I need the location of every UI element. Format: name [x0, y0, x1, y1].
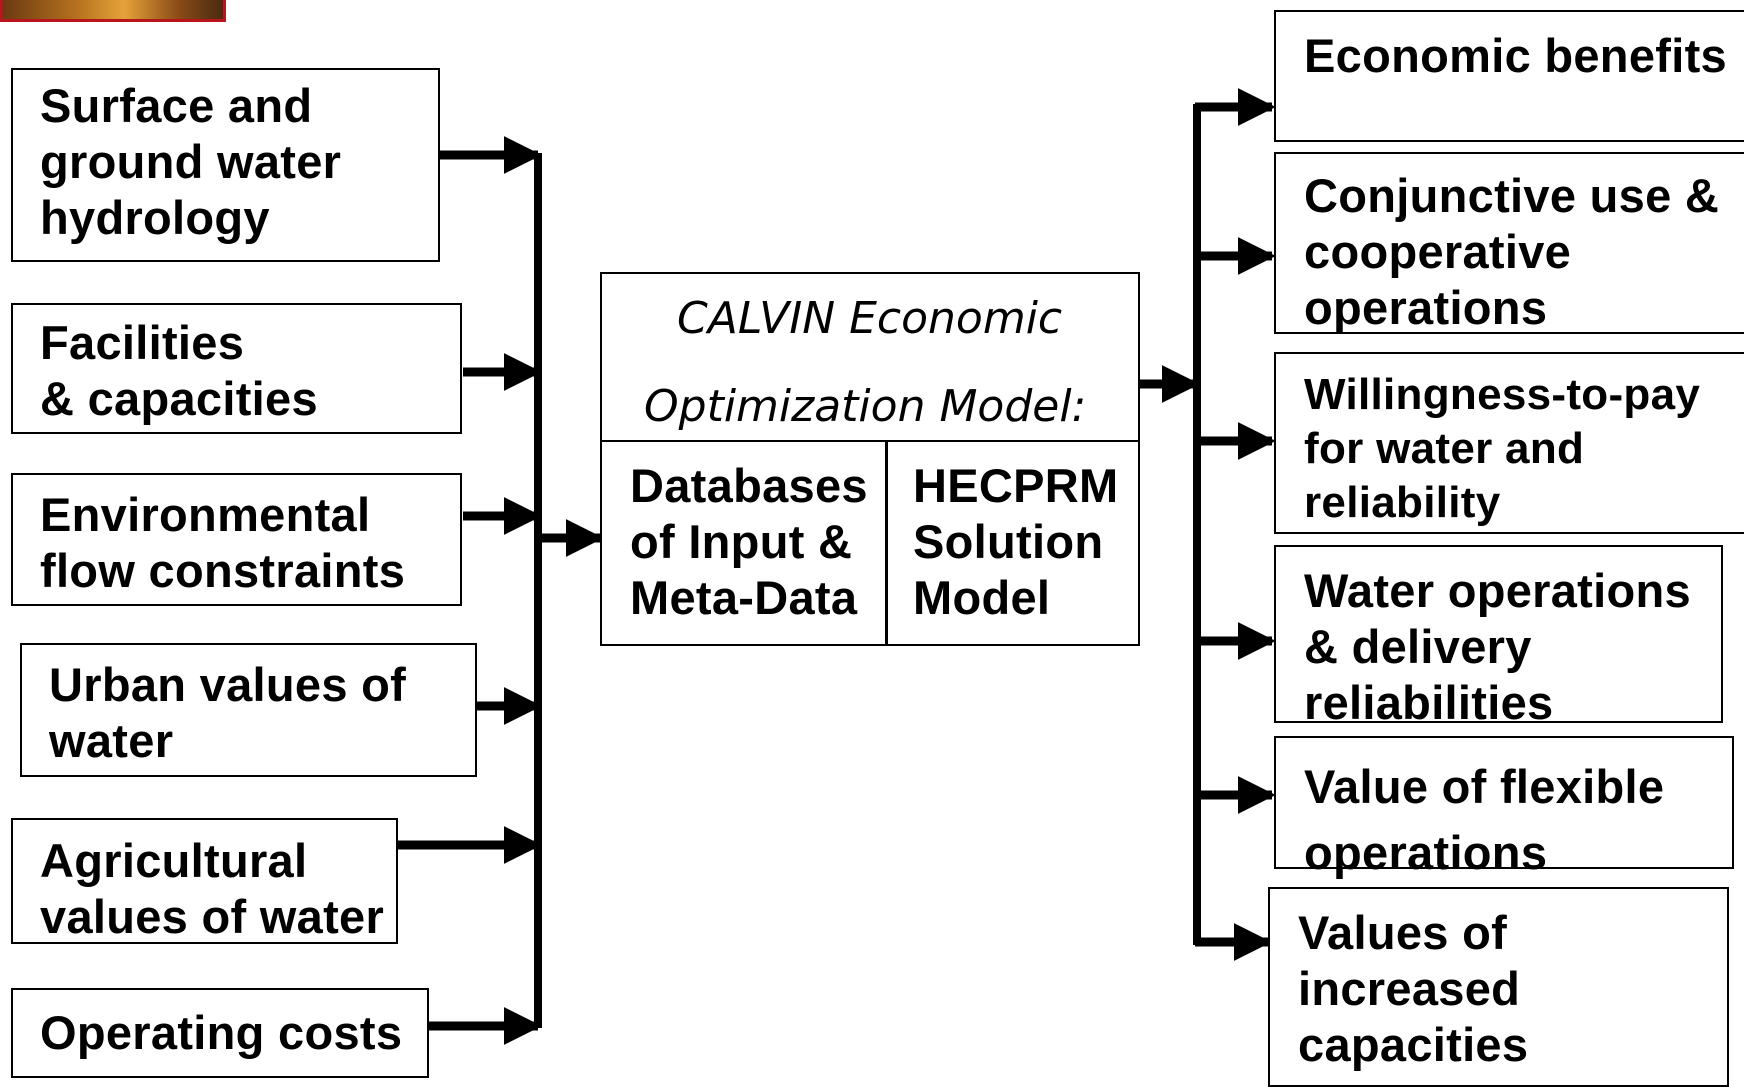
- input-box-urban: Urban values of water: [20, 643, 477, 777]
- input-label-urban: Urban values of water: [49, 658, 407, 767]
- header-photo: [0, 0, 226, 22]
- input-label-agricultural: Agricultural values of water: [40, 834, 385, 943]
- input-label-hydrology: Surface and ground water hydrology: [40, 79, 342, 244]
- input-box-environmental: Environmental flow constraints: [11, 473, 462, 606]
- model-panel-databases-label: Databases of Input & Meta-Data: [630, 459, 868, 624]
- model-panel-databases: Databases of Input & Meta-Data: [600, 440, 887, 646]
- model-panel-solver-label: HECPRM Solution Model: [913, 459, 1119, 624]
- output-box-increased-capacities: Values of increased capacities: [1268, 887, 1729, 1087]
- output-box-conjunctive-use: Conjunctive use & cooperative operations: [1274, 152, 1744, 334]
- output-label-water-operations: Water operations & delivery reliabilitie…: [1304, 564, 1691, 729]
- model-title-line2: Optimization Model:: [644, 381, 1087, 432]
- input-label-environmental: Environmental flow constraints: [40, 488, 406, 597]
- output-box-economic-benefits: Economic benefits: [1274, 10, 1744, 142]
- input-box-agricultural: Agricultural values of water: [11, 818, 398, 944]
- input-box-hydrology: Surface and ground water hydrology: [11, 68, 440, 262]
- input-label-operating-costs: Operating costs: [40, 1006, 403, 1059]
- output-label-willingness-to-pay: Willingness-to-pay for water and reliabi…: [1304, 370, 1701, 527]
- input-label-facilities: Facilities & capacities: [40, 316, 318, 425]
- input-box-operating-costs: Operating costs: [11, 988, 429, 1078]
- output-box-willingness-to-pay: Willingness-to-pay for water and reliabi…: [1274, 352, 1744, 534]
- output-label-flexible-operations: Value of flexible operations: [1304, 760, 1665, 879]
- model-panel-solver: HECPRM Solution Model: [886, 440, 1140, 646]
- output-box-water-operations: Water operations & delivery reliabilitie…: [1274, 545, 1723, 729]
- output-label-increased-capacities: Values of increased capacities: [1298, 906, 1529, 1071]
- input-box-facilities: Facilities & capacities: [11, 303, 462, 434]
- output-label-economic-benefits: Economic benefits: [1304, 29, 1727, 82]
- output-label-conjunctive-use: Conjunctive use & cooperative operations: [1304, 169, 1720, 334]
- model-title-line1: CALVIN Economic: [677, 293, 1063, 344]
- output-box-flexible-operations: Value of flexible operations: [1274, 736, 1734, 879]
